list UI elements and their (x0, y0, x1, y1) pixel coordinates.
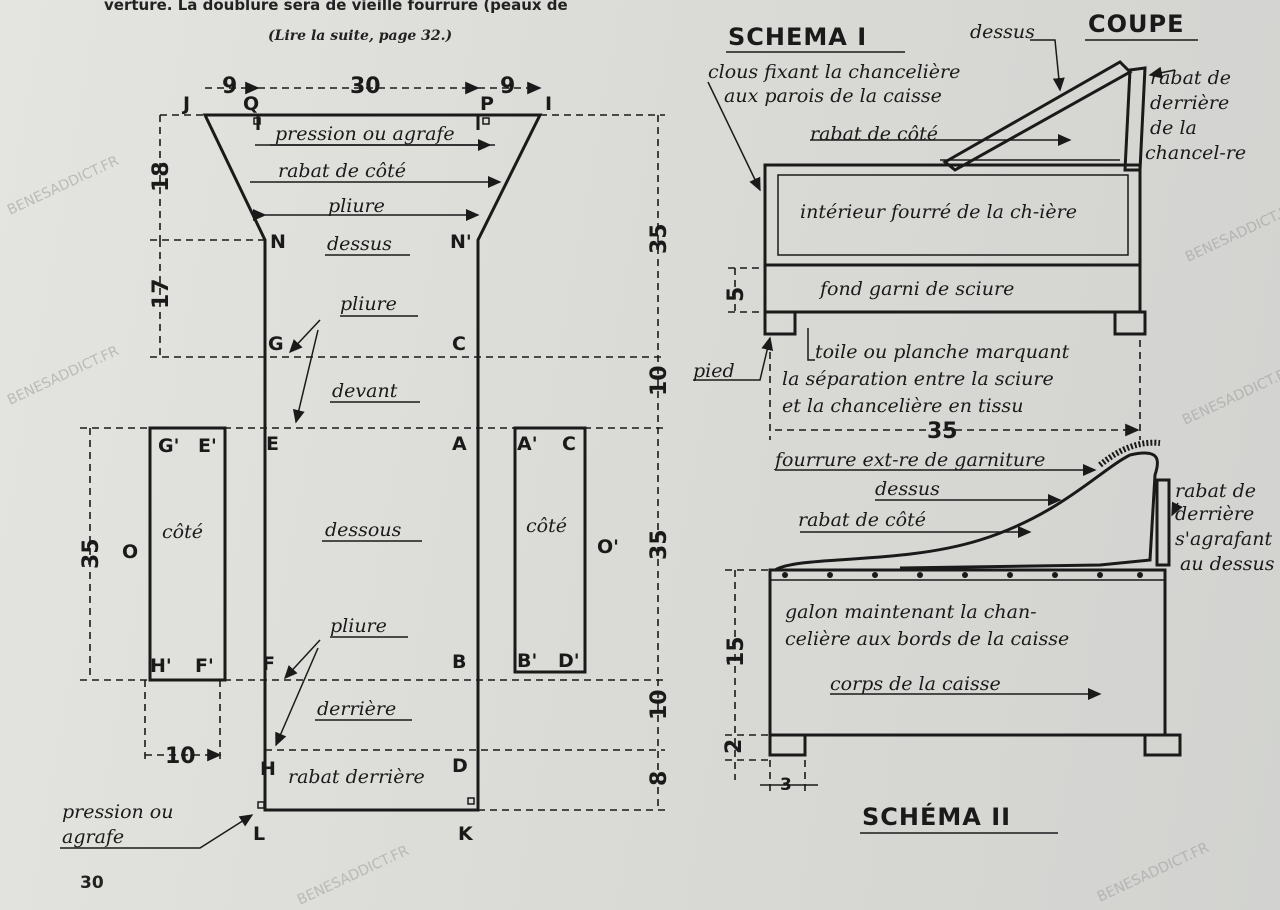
label-dessus: dessus (327, 233, 392, 255)
point-N: N (270, 231, 286, 253)
label-devant: devant (332, 380, 398, 402)
point-L: L (253, 823, 265, 845)
schema-2-title: SCHÉMA II (862, 802, 1011, 831)
schema-2-drawing (768, 439, 1182, 757)
s1-rabat-derriere-1: rabat de (1150, 67, 1231, 89)
point-D-prime: D' (558, 650, 580, 672)
s1-rabat-derriere-2: derrière (1150, 92, 1229, 114)
s2-rabat-derriere-1: rabat de (1175, 480, 1256, 502)
point-C: C (452, 333, 466, 355)
label-pliure-1: pliure (328, 195, 385, 217)
dim-top-right: 9 (500, 74, 515, 99)
page-number: 30 (80, 873, 104, 893)
header-text: verture. La doublure sera de vieille fou… (104, 0, 568, 14)
coupe-title: COUPE (1088, 10, 1185, 38)
label-rabat-cote: rabat de côté (278, 160, 406, 182)
s2-fourrure: fourrure ext-re de garniture (773, 449, 1045, 471)
point-F-prime: F' (195, 655, 214, 677)
point-B: B (452, 651, 466, 673)
label-derriere: derrière (317, 698, 396, 720)
dim-bottom-10: 10 (165, 744, 196, 769)
s2-dessus: dessus (875, 478, 940, 500)
point-B-prime: B' (517, 650, 537, 672)
s2-dim-2: 2 (722, 739, 747, 754)
s1-rabat-cote: rabat de côté (810, 123, 938, 145)
point-P: P (480, 93, 494, 115)
label-pression-top: pression ou agrafe (275, 123, 455, 145)
s2-dim-15: 15 (724, 636, 749, 667)
dim-left-18: 18 (149, 161, 174, 192)
s2-galon-1: galon maintenant la chan- (785, 601, 1037, 623)
point-G: G (268, 333, 284, 355)
s2-galon-2: celière aux bords de la caisse (785, 628, 1069, 650)
dim-top-left: 9 (222, 74, 237, 99)
point-O: O (122, 541, 138, 563)
label-cote-right: côté (526, 515, 567, 537)
s1-clous-line1: clous fixant la chancelière (708, 61, 960, 83)
point-I: I (545, 93, 552, 115)
dim-top-mid: 30 (350, 74, 381, 99)
s1-pied: pied (693, 360, 735, 382)
point-E: E (266, 433, 279, 455)
label-pliure-3: pliure (330, 615, 387, 637)
point-C-side: C (562, 433, 576, 455)
s1-dessus: dessus (970, 21, 1035, 43)
watermark: BENESADDICT.FR (1183, 200, 1280, 266)
s2-rabat-derriere-3: s'agrafant (1175, 528, 1272, 550)
s1-toile-2: la séparation entre la sciure (782, 368, 1054, 390)
s2-rabat-derriere-4: au dessus (1180, 553, 1275, 575)
point-G-prime: G' (158, 435, 179, 457)
point-N-prime: N' (450, 231, 472, 253)
s1-fond: fond garni de sciure (818, 278, 1014, 300)
watermark: BENESADDICT.FR (5, 343, 122, 409)
watermark: BENESADDICT.FR (1180, 363, 1280, 429)
label-pression-bottom-1: pression ou (62, 801, 173, 823)
dim-right-35b: 35 (647, 529, 672, 560)
point-O-prime: O' (597, 536, 619, 558)
point-K: K (458, 823, 474, 845)
label-dessous: dessous (325, 519, 402, 541)
point-Q: Q (243, 93, 259, 115)
label-rabat-derriere: rabat derrière (288, 766, 425, 788)
dim-left-35: 35 (79, 538, 104, 569)
dim-right-10b: 10 (647, 689, 672, 720)
point-A-prime: A' (517, 433, 538, 455)
dim-right-10a: 10 (647, 365, 672, 396)
s1-rabat-derriere-3: de la (1150, 117, 1197, 139)
dim-right-35a: 35 (647, 223, 672, 254)
point-A: A (452, 433, 467, 455)
s2-rabat-derriere-2: derrière (1175, 503, 1254, 525)
header-continued: (Lire la suite, page 32.) (268, 28, 452, 44)
pattern-outline (80, 113, 665, 812)
point-H: H (260, 758, 276, 780)
s2-dim-3: 3 (780, 775, 792, 795)
s1-rabat-derriere-4: chancel-re (1145, 142, 1246, 164)
label-pliure-2: pliure (340, 293, 397, 315)
point-E-prime: E' (198, 435, 217, 457)
s1-dim-35: 35 (927, 419, 958, 444)
s1-toile-3: et la chancelière en tissu (782, 395, 1023, 417)
dim-right-8: 8 (647, 771, 672, 786)
dim-left-17: 17 (149, 278, 174, 309)
point-F: F (262, 653, 275, 675)
watermark: BENESADDICT.FR (5, 153, 122, 219)
s1-toile-1: toile ou planche marquant (815, 341, 1070, 363)
schema-1-title: SCHEMA I (728, 23, 867, 51)
label-cote-left: côté (162, 521, 203, 543)
watermark: BENESADDICT.FR (1095, 840, 1212, 906)
point-J: J (181, 93, 190, 115)
schema-1-drawing (763, 60, 1147, 336)
s1-clous-line2: aux parois de la caisse (724, 85, 942, 107)
label-pression-bottom-2: agrafe (62, 826, 124, 848)
s1-dim-5: 5 (724, 287, 749, 302)
s1-interieur: intérieur fourré de la ch-ière (800, 201, 1077, 223)
s2-rabat-cote: rabat de côté (798, 509, 926, 531)
point-H-prime: H' (150, 655, 172, 677)
point-D: D (452, 755, 468, 777)
watermark: BENESADDICT.FR (295, 843, 412, 909)
s2-corps: corps de la caisse (830, 673, 1001, 695)
